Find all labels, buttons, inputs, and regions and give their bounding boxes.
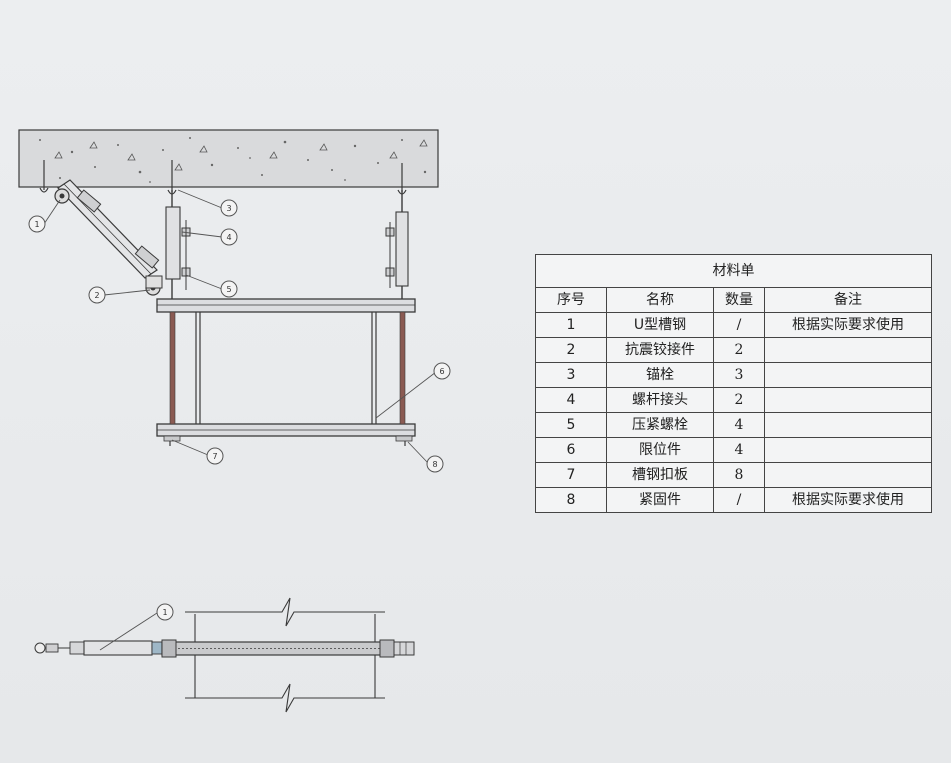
table-row: 8 紧固件 / 根据实际要求使用 [535,487,932,513]
svg-text:3: 3 [226,204,231,213]
svg-text:1: 1 [162,608,167,617]
callout-3: 3 [220,199,238,217]
cell-note [764,387,932,413]
callout-2: 2 [88,286,106,304]
svg-text:7: 7 [212,452,217,461]
cell-name: 抗震铰接件 [606,337,714,363]
callout-1: 1 [28,215,46,233]
svg-text:6: 6 [439,367,444,376]
table-row: 2 抗震铰接件 2 [535,337,932,363]
left-hanger [165,190,191,300]
wall-section [185,597,385,713]
right-hanger [385,190,409,300]
svg-text:4: 4 [226,233,231,242]
plan-callout-1: 1 [156,603,174,621]
concrete-slab [18,129,439,188]
callout-6: 6 [433,362,451,380]
cell-note [764,362,932,388]
header-note: 备注 [764,287,932,313]
plan-brace [83,640,163,656]
cell-note: 根据实际要求使用 [764,312,932,338]
callout-7: 7 [206,447,224,465]
cell-name: 螺杆接头 [606,387,714,413]
material-list-table: 材料单 序号 名称 数量 备注 1 U型槽钢 / 根据实际要求使用 2 抗震铰接… [535,254,932,513]
limit-members [195,312,377,424]
lower-channel [156,423,416,437]
cell-qty: 4 [713,412,765,438]
callout-8: 8 [426,455,444,473]
header-qty: 数量 [713,287,765,313]
cell-qty: 2 [713,387,765,413]
svg-text:2: 2 [94,291,99,300]
header-name: 名称 [606,287,714,313]
cell-no: 2 [535,337,607,363]
table-row: 1 U型槽钢 / 根据实际要求使用 [535,312,932,338]
plan-channel [161,639,415,658]
table-row: 6 限位件 4 [535,437,932,463]
svg-text:1: 1 [34,220,39,229]
table-header-row: 序号 名称 数量 备注 [535,287,932,313]
cell-qty: 3 [713,362,765,388]
cell-qty: / [713,312,765,338]
cell-qty: 2 [713,337,765,363]
table-title: 材料单 [535,254,932,288]
cell-note [764,337,932,363]
cell-note: 根据实际要求使用 [764,487,932,513]
cell-no: 8 [535,487,607,513]
cell-name: 限位件 [606,437,714,463]
table-row: 4 螺杆接头 2 [535,387,932,413]
cell-no: 5 [535,412,607,438]
cell-no: 7 [535,462,607,488]
table-row: 3 锚栓 3 [535,362,932,388]
cell-no: 6 [535,437,607,463]
upper-channel [156,298,416,313]
leader-lines [43,189,437,464]
callout-4: 4 [220,228,238,246]
cell-no: 4 [535,387,607,413]
plan-anchor [34,641,85,655]
cell-name: 槽钢扣板 [606,462,714,488]
cell-name: 锚栓 [606,362,714,388]
cell-note [764,437,932,463]
table-title-row: 材料单 [535,254,932,288]
diagonal-brace [54,179,163,296]
plan-view: 1 [34,597,415,713]
plan-leader-line [99,612,158,651]
cell-no: 3 [535,362,607,388]
elevation-view: 1 2 3 4 5 6 7 [18,129,451,473]
header-no: 序号 [535,287,607,313]
callout-5: 5 [220,280,238,298]
cell-note [764,412,932,438]
cell-qty: / [713,487,765,513]
table-row: 5 压紧螺栓 4 [535,412,932,438]
cell-no: 1 [535,312,607,338]
cell-note [764,462,932,488]
cell-name: 紧固件 [606,487,714,513]
svg-text:5: 5 [226,285,231,294]
cell-qty: 8 [713,462,765,488]
threaded-rods [163,311,413,446]
cell-qty: 4 [713,437,765,463]
table-row: 7 槽钢扣板 8 [535,462,932,488]
cell-name: U型槽钢 [606,312,714,338]
svg-text:8: 8 [432,460,437,469]
cell-name: 压紧螺栓 [606,412,714,438]
